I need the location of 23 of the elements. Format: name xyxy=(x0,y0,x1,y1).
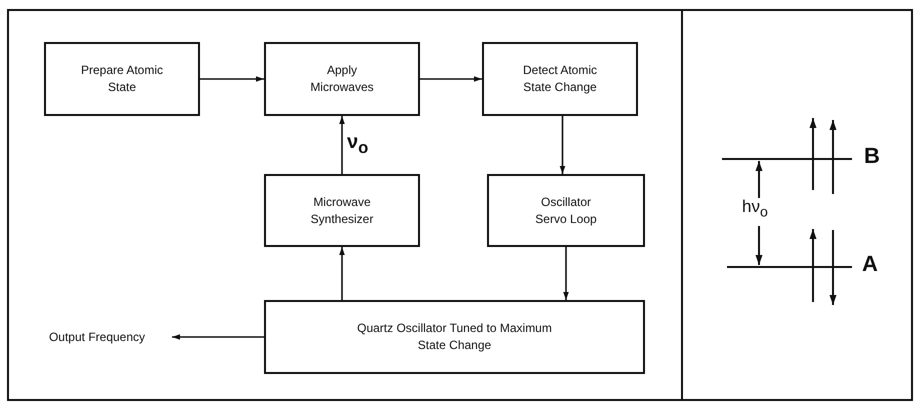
process-box xyxy=(44,42,200,116)
output-label: Output Frequency xyxy=(48,328,146,346)
arrow xyxy=(200,76,264,82)
process-box xyxy=(487,174,645,247)
process-box xyxy=(264,42,420,116)
level-label: B xyxy=(864,145,880,167)
box-label: Microwave Synthesizer xyxy=(310,194,374,228)
box-label: Prepare Atomic State xyxy=(80,62,164,96)
arrow xyxy=(339,247,345,300)
box-label: Oscillator Servo Loop xyxy=(534,194,598,228)
process-box xyxy=(482,42,638,116)
arrow xyxy=(339,116,345,174)
energy-gap-label: hν$_{o}$ xyxy=(742,198,768,220)
box-label: Quartz Oscillator Tuned to Maximum State Change xyxy=(356,320,553,354)
arrow xyxy=(420,76,482,82)
level-label: A xyxy=(862,253,878,275)
arrow xyxy=(172,334,264,340)
process-box xyxy=(264,174,420,247)
arrow xyxy=(560,116,566,174)
box-label: Detect Atomic State Change xyxy=(522,62,598,96)
box-label: Apply Microwaves xyxy=(309,62,375,96)
arrow xyxy=(563,247,569,300)
process-box xyxy=(264,300,645,374)
